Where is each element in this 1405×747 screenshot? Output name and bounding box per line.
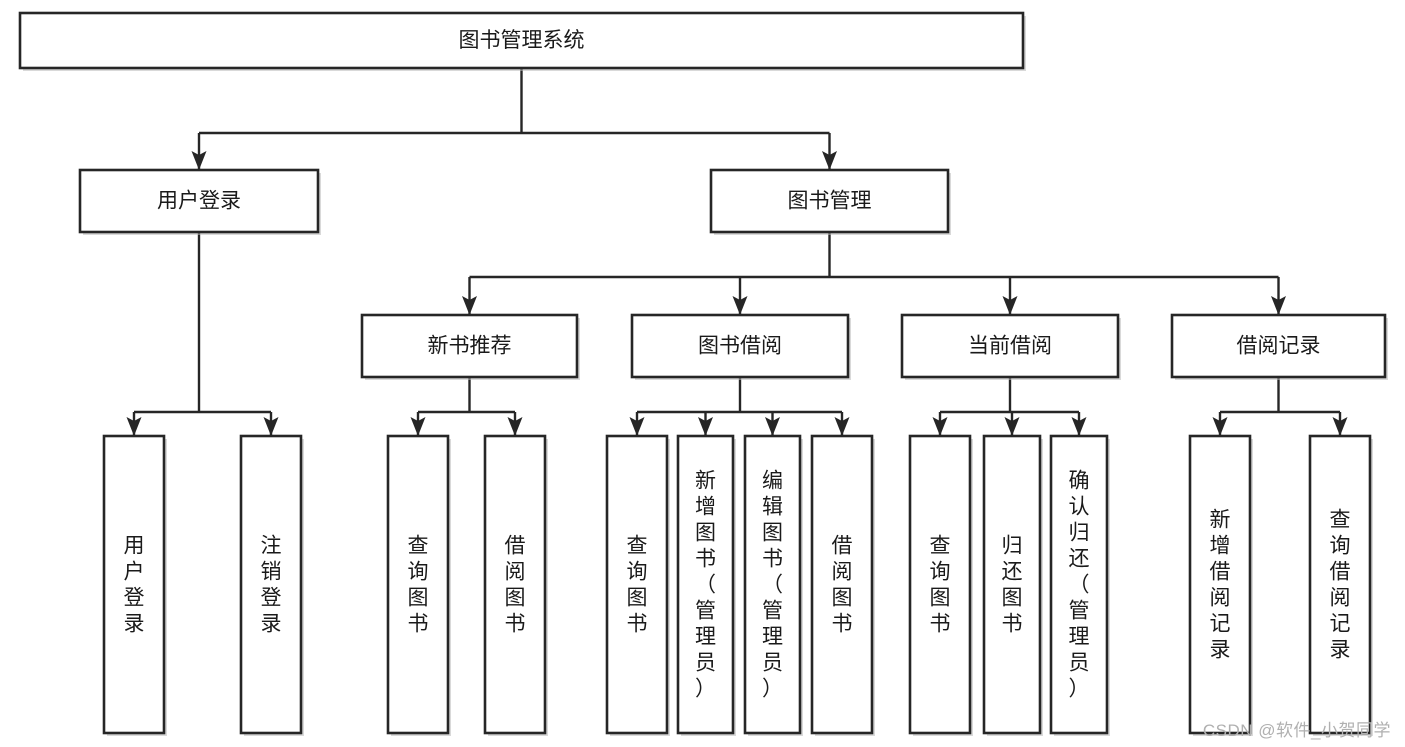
node-root-图书管理系统[interactable]: 图书管理系统 (18, 11, 1026, 71)
node-label: 查询图书 (627, 535, 648, 636)
node-label: 确认归还（管理员） (1069, 470, 1090, 701)
arrowhead-icon (1332, 417, 1348, 436)
edges-layer (126, 68, 1348, 436)
nodes-layer: 图书管理系统用户登录图书管理新书推荐图书借阅当前借阅借阅记录用户登录注销登录查询… (18, 11, 1388, 736)
edge-user-login-to-leaves (126, 232, 279, 436)
node-box[interactable] (18, 11, 1025, 70)
node-box[interactable] (676, 434, 735, 735)
node-book-borrow[interactable]: 图书借阅 (630, 313, 851, 380)
arrowhead-icon (1271, 296, 1286, 315)
arrowhead-icon (191, 151, 207, 170)
edge-new-book-rec-to-leaves (410, 377, 523, 436)
arrowhead-icon (765, 417, 780, 436)
arrowhead-icon (698, 417, 713, 436)
node-leaf-confirm-return[interactable]: 确认归还（管理员） (1049, 434, 1110, 736)
node-label: 借阅记录 (1237, 335, 1321, 358)
node-label: 注销登录 (261, 535, 282, 636)
arrowhead-icon (932, 417, 948, 436)
node-box[interactable] (743, 434, 802, 735)
node-leaf-logout[interactable]: 注销登录 (239, 434, 304, 736)
node-current-borrow[interactable]: 当前借阅 (900, 313, 1121, 380)
node-label: 用户登录 (157, 190, 241, 213)
arrowhead-icon (822, 151, 837, 170)
node-label: 借阅图书 (505, 535, 526, 636)
node-box[interactable] (386, 434, 450, 735)
node-book-manage[interactable]: 图书管理 (709, 168, 951, 235)
node-box[interactable] (908, 434, 972, 735)
node-box[interactable] (982, 434, 1042, 735)
csdn-watermark: CSDN @软件_小贺同学 (1202, 721, 1391, 740)
arrowhead-icon (732, 296, 748, 315)
node-leaf-query-book-2[interactable]: 查询图书 (605, 434, 670, 736)
arrowhead-icon (126, 417, 142, 436)
arrowhead-icon (1071, 417, 1087, 436)
node-box[interactable] (709, 168, 950, 234)
node-label: 新增借阅记录 (1210, 509, 1231, 662)
node-label: 查询图书 (930, 535, 951, 636)
node-label: 编辑图书（管理员） (762, 470, 783, 701)
node-label: 新书推荐 (428, 335, 512, 358)
node-box[interactable] (605, 434, 669, 735)
node-box[interactable] (1049, 434, 1109, 735)
node-label: 查询借阅记录 (1330, 509, 1351, 662)
node-leaf-query-book-3[interactable]: 查询图书 (908, 434, 973, 736)
node-box[interactable] (239, 434, 303, 735)
arrowhead-icon (462, 296, 477, 315)
node-leaf-add-record[interactable]: 新增借阅记录 (1188, 434, 1253, 736)
node-box[interactable] (810, 434, 874, 735)
node-leaf-return-book[interactable]: 归还图书 (982, 434, 1043, 736)
arrowhead-icon (507, 417, 523, 436)
node-box[interactable] (483, 434, 547, 735)
edge-current-borrow-to-leaves (932, 377, 1087, 436)
node-label: 图书借阅 (698, 335, 782, 358)
arrowhead-icon (629, 417, 645, 436)
node-leaf-user-login[interactable]: 用户登录 (102, 434, 167, 736)
arrowhead-icon (410, 417, 426, 436)
edge-bookmanage-to-level3 (462, 232, 1286, 315)
node-label: 当前借阅 (968, 335, 1052, 358)
node-box[interactable] (1188, 434, 1252, 735)
node-box[interactable] (1308, 434, 1372, 735)
node-leaf-borrow-book-2[interactable]: 借阅图书 (810, 434, 875, 736)
node-label: 查询图书 (408, 535, 429, 636)
node-leaf-add-book[interactable]: 新增图书（管理员） (676, 434, 736, 736)
node-label: 归还图书 (1002, 535, 1023, 636)
node-label: 用户登录 (124, 535, 145, 636)
edge-borrow-record-to-leaves (1212, 377, 1348, 436)
arrowhead-icon (1002, 296, 1018, 315)
node-label: 图书管理系统 (459, 29, 585, 52)
node-label: 借阅图书 (832, 535, 853, 636)
arrowhead-icon (834, 417, 850, 436)
node-new-book-rec[interactable]: 新书推荐 (360, 313, 580, 380)
edge-root-to-level2 (191, 68, 837, 170)
node-box[interactable] (102, 434, 166, 735)
node-box[interactable] (630, 313, 850, 379)
node-leaf-query-book-1[interactable]: 查询图书 (386, 434, 451, 736)
node-box[interactable] (360, 313, 579, 379)
node-label: 图书管理 (788, 190, 872, 213)
node-leaf-borrow-book-1[interactable]: 借阅图书 (483, 434, 548, 736)
arrowhead-icon (263, 417, 279, 436)
node-leaf-query-record[interactable]: 查询借阅记录 (1308, 434, 1373, 736)
node-leaf-edit-book[interactable]: 编辑图书（管理员） (743, 434, 803, 736)
arrowhead-icon (1004, 417, 1020, 436)
node-box[interactable] (900, 313, 1120, 379)
node-box[interactable] (1170, 313, 1387, 379)
edge-book-borrow-to-leaves (629, 377, 850, 436)
node-label: 新增图书（管理员） (695, 470, 716, 701)
node-box[interactable] (78, 168, 320, 234)
node-user-login[interactable]: 用户登录 (78, 168, 321, 235)
arrowhead-icon (1212, 417, 1228, 436)
node-borrow-record[interactable]: 借阅记录 (1170, 313, 1388, 380)
